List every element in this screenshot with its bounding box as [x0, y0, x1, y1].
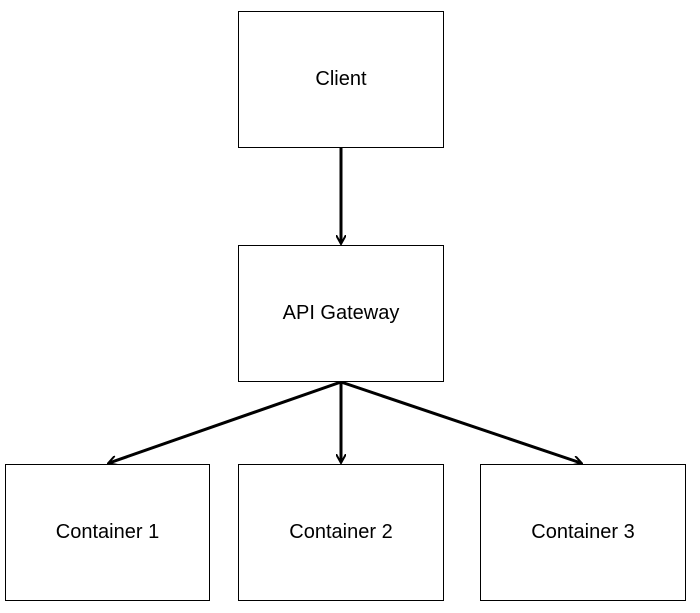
edge-gateway-to-container3 — [340, 380, 581, 463]
container-2-label: Container 2 — [289, 521, 393, 543]
api-gateway-node: API Gateway — [238, 245, 444, 382]
client-node: Client — [238, 11, 444, 148]
container-1-label: Container 1 — [55, 521, 160, 543]
container-3-label: Container 3 — [531, 521, 635, 543]
client-label: Client — [315, 68, 367, 90]
container-3-node: Container 3 — [480, 464, 686, 601]
edge-gateway-to-container1 — [109, 380, 342, 463]
container-1-node: Container 1 — [5, 464, 210, 601]
container-2-node: Container 2 — [238, 464, 444, 601]
api-gateway-label: API Gateway — [282, 302, 400, 324]
